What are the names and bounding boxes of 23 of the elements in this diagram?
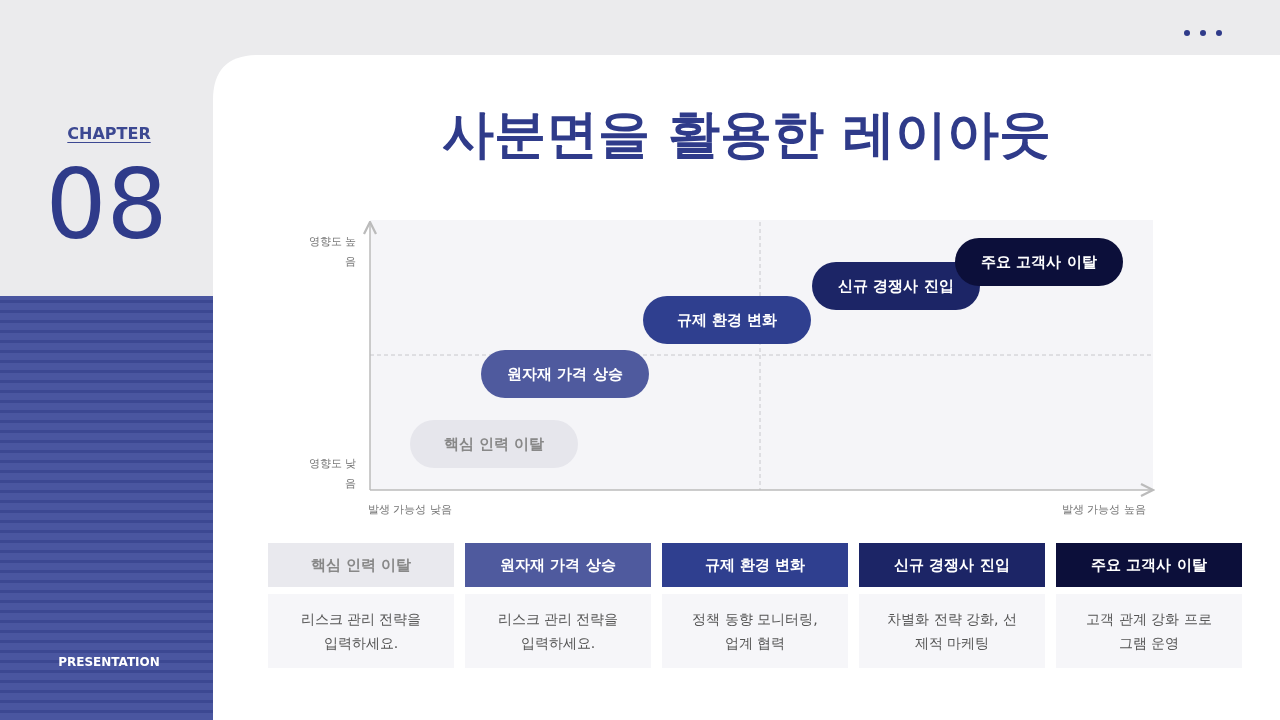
table-header-cell: 신규 경쟁사 진입 bbox=[859, 543, 1045, 587]
risk-pill: 원자재 가격 상승 bbox=[481, 350, 649, 398]
risk-pill: 주요 고객사 이탈 bbox=[955, 238, 1123, 286]
chapter-label: CHAPTER bbox=[66, 124, 152, 143]
chapter-number: 08 bbox=[44, 150, 169, 260]
axis-label: 영향도 낮음 bbox=[307, 456, 356, 492]
table-header-cell: 규제 환경 변화 bbox=[662, 543, 848, 587]
table-cell: 정책 동향 모니터링, 업계 협력 bbox=[662, 594, 848, 668]
slide-title: 사분면을 활용한 레이아웃 bbox=[441, 103, 1052, 166]
risk-pill: 규제 환경 변화 bbox=[643, 296, 811, 344]
axis-label: 발생 가능성 낮음 bbox=[368, 502, 452, 518]
table-header-cell: 주요 고객사 이탈 bbox=[1056, 543, 1242, 587]
footer-text: PRESENTATION bbox=[57, 655, 161, 669]
axis-label: 발생 가능성 높음 bbox=[1061, 502, 1146, 518]
table-header-cell: 핵심 인력 이탈 bbox=[268, 543, 454, 587]
table-cell: 리스크 관리 전략을 입력하세요. bbox=[465, 594, 651, 668]
axis-label: 영향도 높음 bbox=[307, 234, 356, 270]
table-header-cell: 원자재 가격 상승 bbox=[465, 543, 651, 587]
table-cell: 리스크 관리 전략을 입력하세요. bbox=[268, 594, 454, 668]
risk-pill: 신규 경쟁사 진입 bbox=[812, 262, 980, 310]
table-cell: 고객 관계 강화 프로그램 운영 bbox=[1056, 594, 1242, 668]
table-cell: 차별화 전략 강화, 선제적 마케팅 bbox=[859, 594, 1045, 668]
risk-pill: 핵심 인력 이탈 bbox=[410, 420, 578, 468]
